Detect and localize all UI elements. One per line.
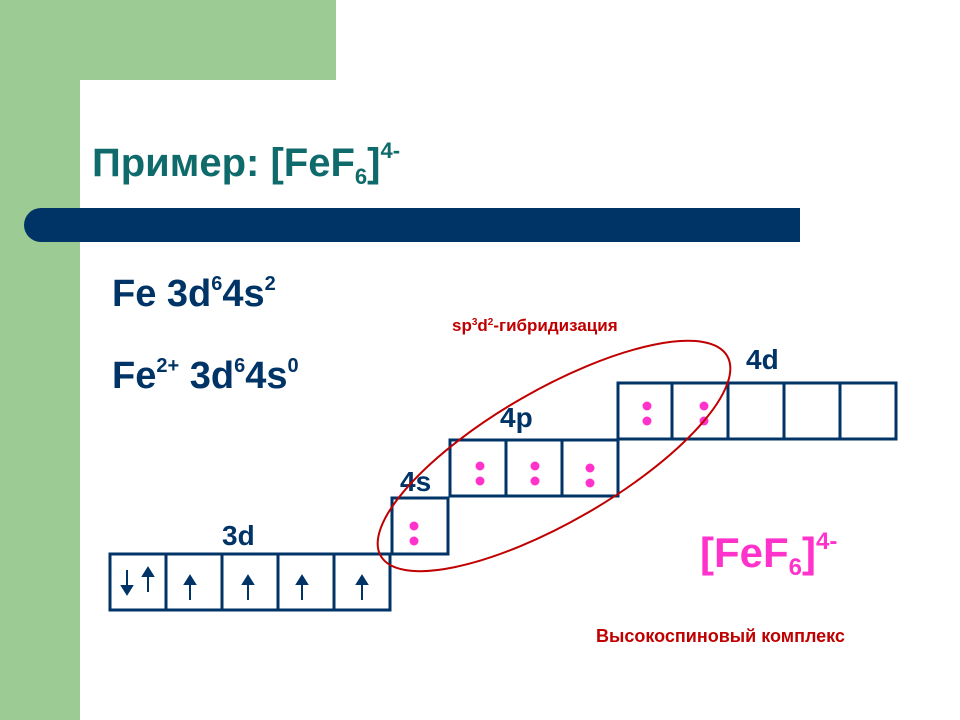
ligand-electron-pairs	[409, 401, 709, 546]
electron-pair-dot	[409, 521, 419, 531]
high-spin-note: Высокоспиновый комплекс	[596, 626, 845, 646]
fe-configuration: Fe 3d64s2	[112, 273, 276, 315]
electron-pair-dot	[530, 461, 540, 471]
complex-formula: [FeF6]4-	[700, 528, 838, 581]
electron-pair-dot	[699, 401, 709, 411]
electron-spin-up-arrowhead	[183, 574, 197, 585]
electrons-3d	[120, 566, 369, 600]
electron-spin-up-arrowhead	[141, 566, 155, 577]
orbitals-4d-frame	[616, 381, 898, 441]
background-green-left	[0, 0, 80, 720]
electron-pair-dot	[642, 416, 652, 426]
slide-title: Пример: [FeF6]4-	[92, 140, 400, 188]
electron-pair-dot	[585, 463, 595, 473]
orbital-group-4p	[448, 438, 620, 498]
electron-pair-dot	[642, 401, 652, 411]
electron-pair-dot	[530, 476, 540, 486]
orbital-4s-box	[390, 496, 450, 556]
electron-pair-dot	[585, 478, 595, 488]
orbitals-3d-frame	[108, 552, 392, 612]
hybridization-outline	[376, 339, 732, 573]
electron-spin-up-arrowhead	[355, 574, 369, 585]
title-text: Пример: [FeF	[92, 141, 355, 185]
title-bracket: ]	[367, 141, 381, 185]
electron-pair-dot	[475, 461, 485, 471]
title-divider-bar	[24, 208, 800, 242]
title-charge: 4-	[380, 138, 401, 163]
hybridization-label: sp3d2-гибридизация	[452, 316, 618, 335]
title-subscript: 6	[354, 164, 368, 189]
electron-spin-up-arrowhead	[295, 574, 309, 585]
orbitals-4p-frame	[448, 438, 620, 498]
sublevel-label-4d: 4d	[746, 344, 779, 375]
electron-spin-up-arrowhead	[241, 574, 255, 585]
electron-pair-dot	[409, 536, 419, 546]
orbital-group-4d	[616, 381, 898, 441]
fe2-configuration: Fe2+ 3d64s0	[112, 355, 299, 397]
sublevel-label-3d: 3d	[222, 520, 255, 551]
electron-spin-down-arrowhead	[120, 585, 134, 596]
orbital-group-3d	[108, 552, 392, 612]
electron-pair-dot	[475, 476, 485, 486]
